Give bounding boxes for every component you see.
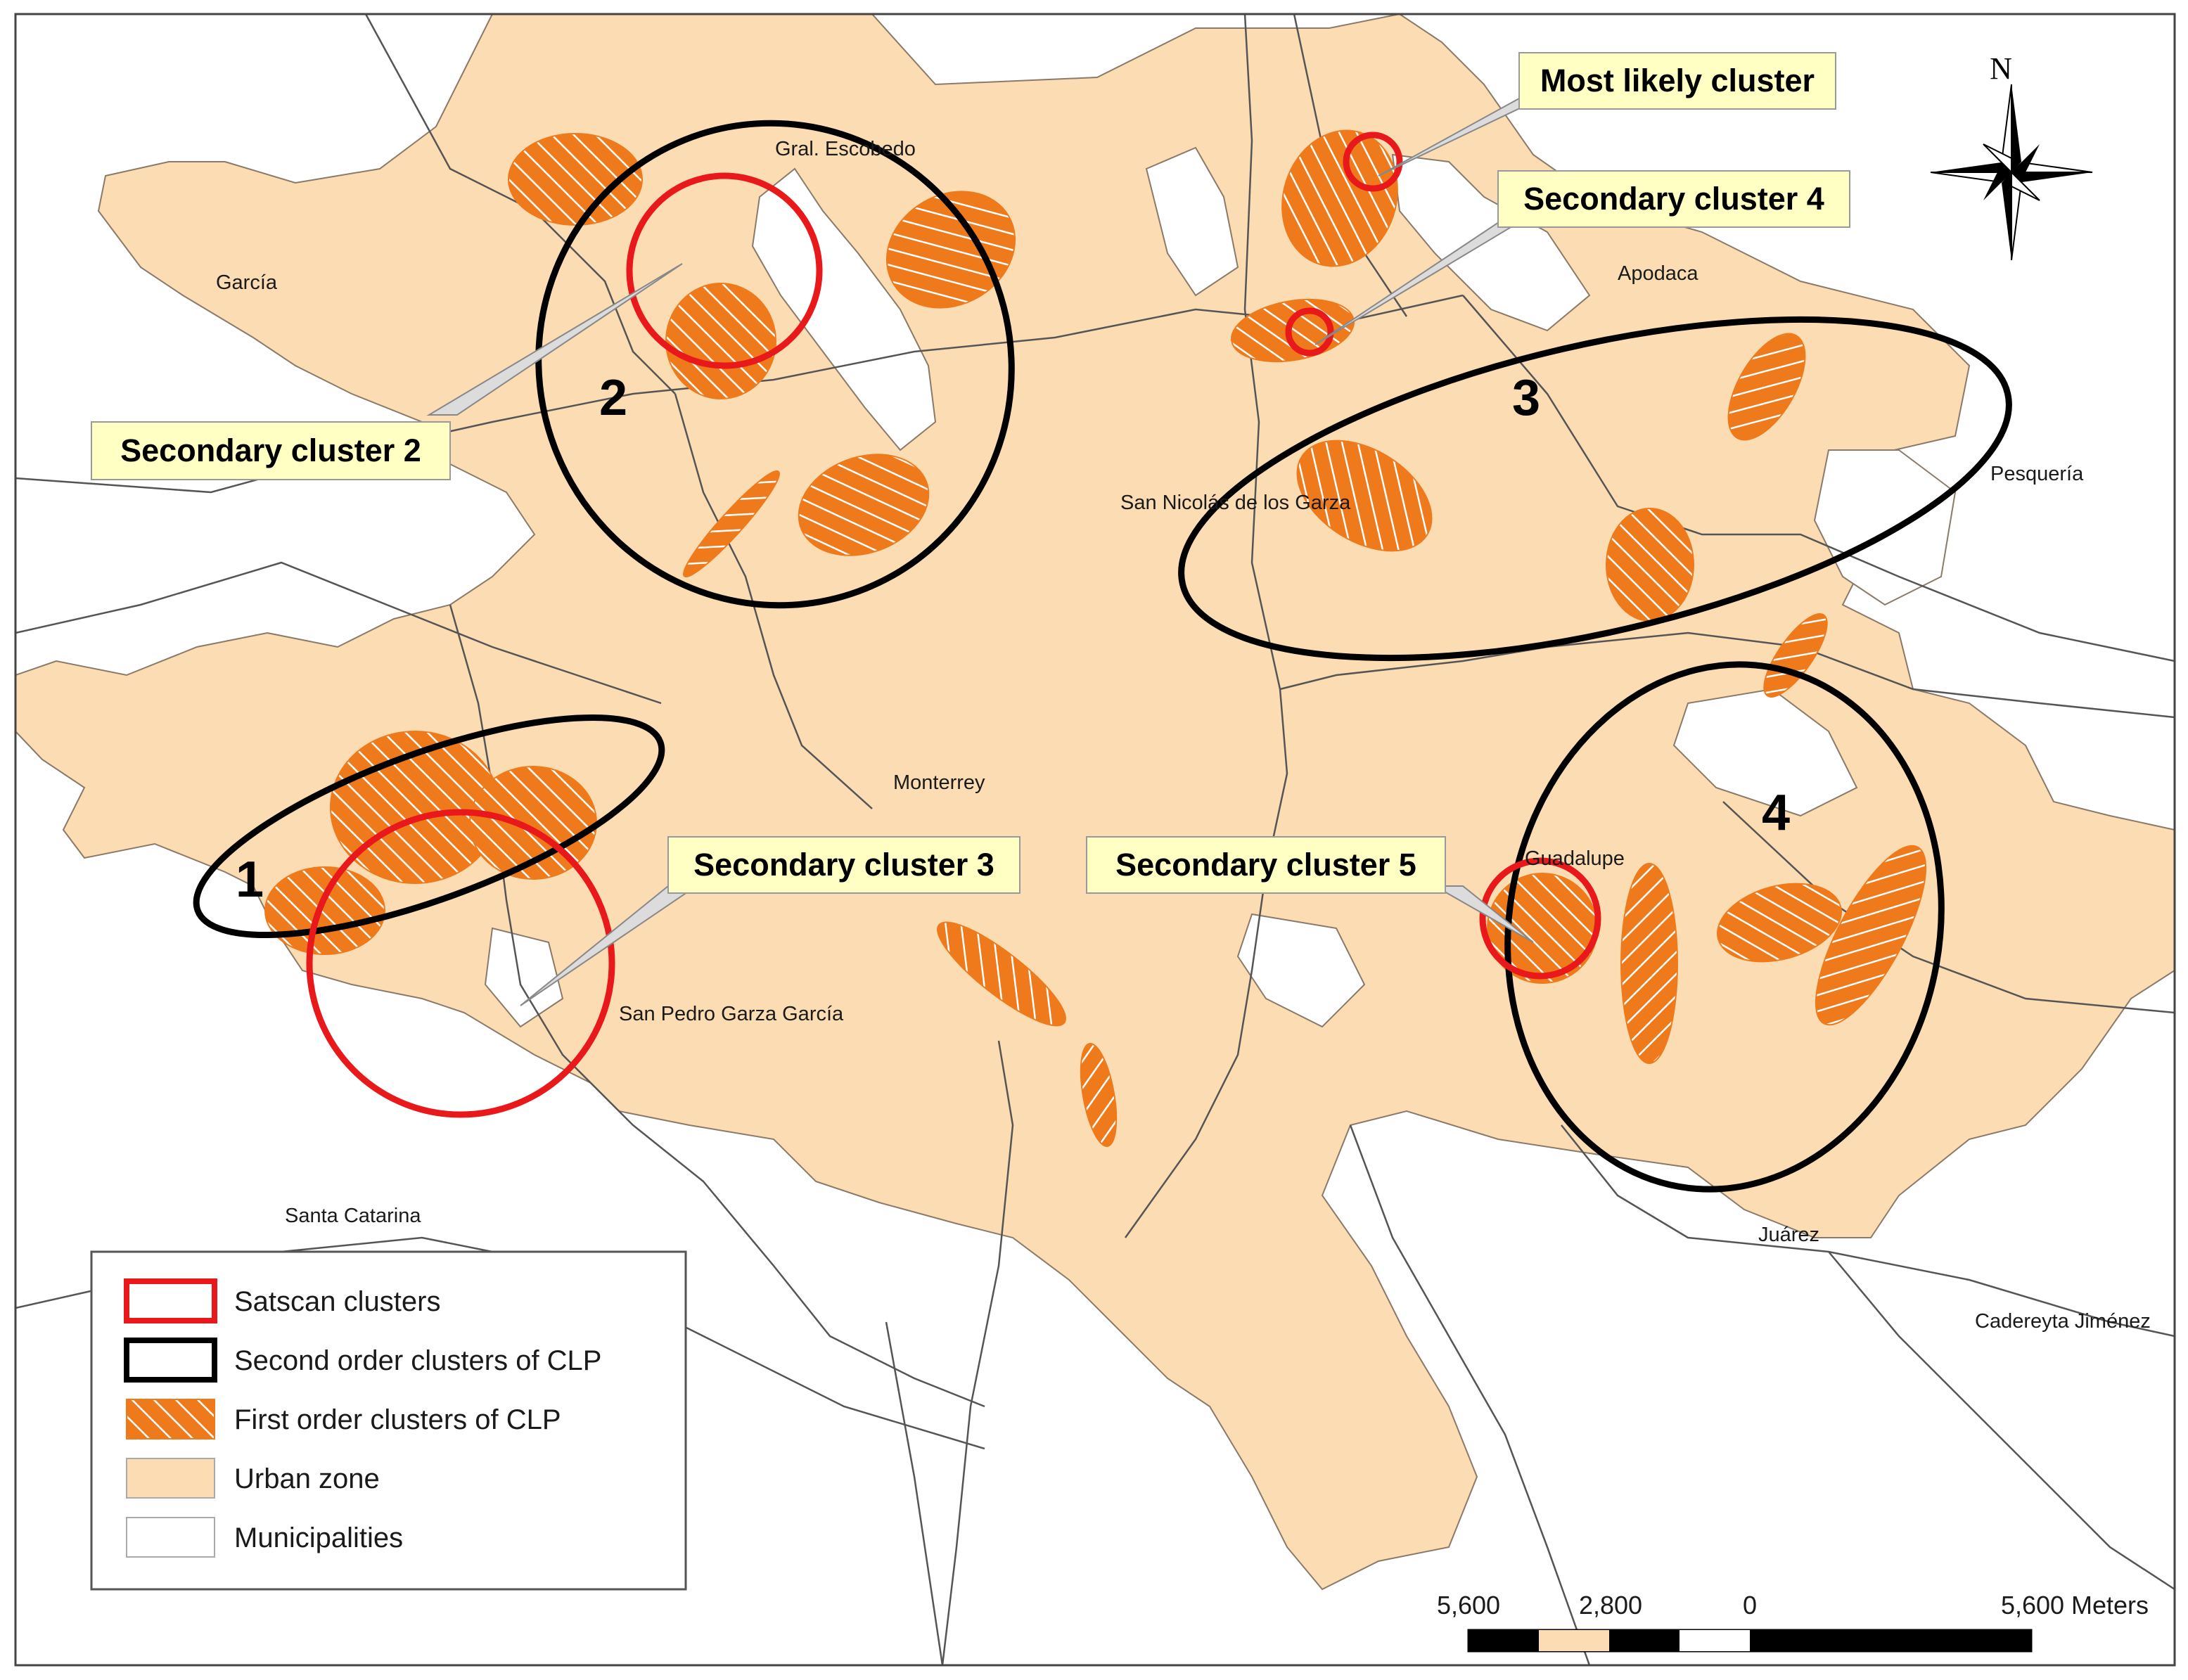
label-cadereyta: Cadereyta Jiménez: [1975, 1310, 2151, 1333]
legend-swatch-urban: [126, 1458, 215, 1499]
second-order-clusters: [193, 120, 2012, 1193]
callout-secondary-5: Secondary cluster 5: [1086, 836, 1446, 894]
label-apodaca: Apodaca: [1618, 262, 1698, 285]
first-order-cluster: [1815, 845, 1927, 1026]
first-order-cluster: [1296, 440, 1433, 552]
legend-label-satscan: Satscan clusters: [234, 1286, 440, 1317]
callout-secondary-2-text: Secondary cluster 2: [120, 432, 421, 468]
scale-label-left: 5,600: [1437, 1591, 1500, 1620]
label-san-nicolas: San Nicolás de los Garza: [1120, 492, 1351, 514]
satscan-cluster-4: [1285, 307, 1334, 357]
scale-label-zero: 0: [1743, 1591, 1757, 1620]
legend-label-first-order: First order clusters of CLP: [234, 1404, 561, 1435]
first-order-cluster: [1080, 1043, 1118, 1147]
callout-secondary-4: Secondary cluster 4: [1497, 170, 1850, 228]
label-garcia: García: [216, 271, 278, 294]
north-arrow: N: [1930, 51, 2093, 261]
satscan-cluster-3: [306, 809, 615, 1118]
first-order-cluster: [1727, 333, 1806, 441]
callout-secondary-4-text: Secondary cluster 4: [1523, 181, 1824, 217]
scale-bar: 5,600 2,800 0 5,600 Meters: [1437, 1591, 2149, 1653]
second-order-cluster-1: [193, 714, 665, 939]
second-order-cluster-3: [1178, 316, 2012, 662]
legend: Satscan clusters Second order clusters o…: [90, 1250, 687, 1591]
label-gral-escobedo: Gral. Escobedo: [775, 138, 916, 160]
satscan-cluster-2: [626, 172, 823, 369]
first-order-cluster: [1620, 863, 1678, 1064]
first-order-cluster: [798, 454, 930, 556]
label-juarez: Juárez: [1758, 1224, 1819, 1246]
legend-label-urban: Urban zone: [234, 1463, 380, 1494]
scale-label-mid: 2,800: [1579, 1591, 1642, 1620]
label-santa-catarina: Santa Catarina: [285, 1205, 421, 1227]
cluster-number-3: 3: [1512, 370, 1540, 426]
non-urban-area: [1145, 146, 1239, 297]
first-order-cluster: [885, 191, 1016, 309]
cluster-number-2: 2: [599, 370, 627, 426]
satscan-cluster-most-likely: [1343, 132, 1403, 192]
non-urban-area: [1236, 913, 1366, 1028]
first-order-cluster: [1606, 508, 1694, 622]
first-order-cluster: [665, 283, 776, 399]
label-guadalupe: Guadalupe: [1525, 847, 1625, 870]
first-order-cluster: [683, 470, 780, 578]
legend-swatch-satscan: [124, 1278, 217, 1323]
second-order-cluster-2: [535, 120, 1015, 609]
first-order-cluster: [1717, 883, 1842, 963]
label-monterrey: Monterrey: [893, 771, 985, 794]
label-pesqueria: Pesquería: [1990, 463, 2084, 485]
callout-secondary-2: Secondary cluster 2: [91, 421, 451, 480]
callout-secondary-5-text: Secondary cluster 5: [1115, 847, 1416, 883]
non-urban-area: [1391, 153, 1591, 332]
callout-leaders: [426, 98, 1541, 1006]
non-urban-area: [1813, 449, 1957, 606]
satscan-clusters: [306, 132, 1601, 1118]
first-order-cluster: [937, 921, 1066, 1027]
map-frame: [14, 13, 2176, 1667]
legend-swatch-municipalities: [126, 1517, 215, 1558]
callout-secondary-3-text: Secondary cluster 3: [693, 847, 994, 883]
callout-secondary-3: Secondary cluster 3: [667, 836, 1021, 894]
legend-label-municipalities: Municipalities: [234, 1522, 403, 1553]
first-order-cluster: [264, 866, 385, 955]
legend-label-second-order: Second order clusters of CLP: [234, 1345, 601, 1376]
satscan-cluster-5: [1479, 857, 1601, 980]
non-urban-area: [484, 927, 564, 1028]
second-order-cluster-4: [1504, 661, 1945, 1193]
first-order-cluster: [1763, 613, 1828, 698]
legend-swatch-second-order: [124, 1338, 217, 1383]
callout-most-likely-text: Most likely cluster: [1540, 63, 1815, 98]
legend-swatch-first-order: [126, 1399, 215, 1439]
cluster-number-1: 1: [236, 852, 264, 908]
cluster-number-4: 4: [1762, 785, 1790, 841]
first-order-cluster: [508, 133, 643, 226]
first-order-cluster: [1281, 129, 1398, 267]
non-urban-area: [1672, 688, 1858, 817]
label-san-pedro: San Pedro Garza García: [619, 1003, 844, 1025]
callout-most-likely: Most likely cluster: [1518, 52, 1836, 110]
non-urban-area: [751, 167, 937, 451]
north-label: N: [1990, 51, 2012, 86]
scale-label-right: 5,600 Meters: [2001, 1591, 2149, 1620]
